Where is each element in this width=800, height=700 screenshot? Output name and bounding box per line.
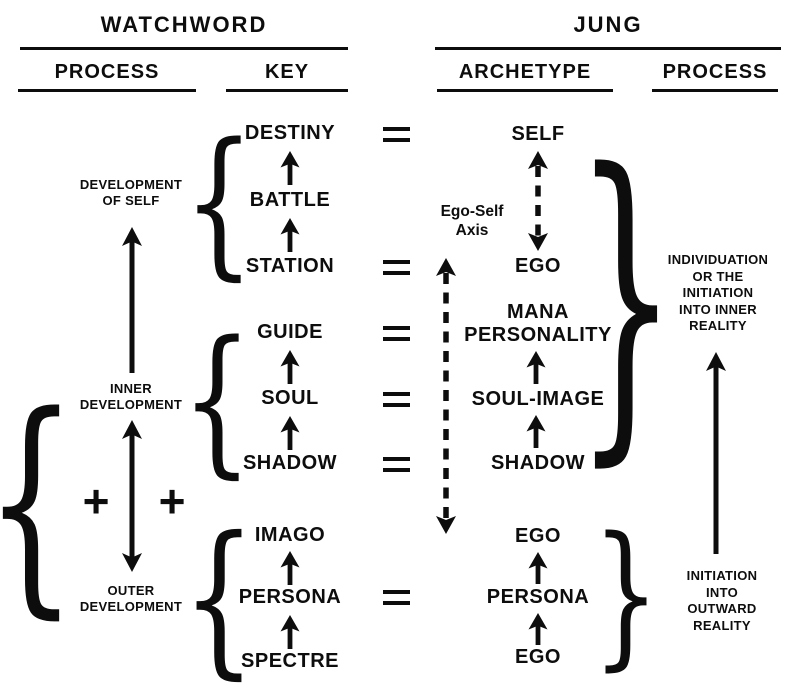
equals-persona-persona [383,590,410,605]
double-arrow-inner-outer [122,420,142,572]
up-arrow-shadow-soulimage [526,415,546,448]
up-arrow-persona-ego [528,552,548,584]
up-arrow-spectre-persona [280,615,300,649]
plus-sign-left: + [82,475,110,527]
up-arrow-battle-destiny [280,151,300,185]
key-battle: BATTLE [249,189,331,211]
watchword-title: WATCHWORD [100,12,268,37]
outer-inner-group-brace: { [0,374,77,630]
key-guide: GUIDE [257,321,323,343]
key-imago: IMAGO [254,524,326,546]
equals-soul-soulimage [383,392,410,407]
jung-archetype-underline [437,89,613,92]
initiation-outward-label: INITIATION INTO OUTWARD REALITY [686,568,758,633]
jung-process-underline [652,89,778,92]
archetype-mana-personality: MANA PERSONALITY [464,301,612,346]
development-of-self-label: DEVELOPMENT OF SELF [79,177,183,208]
key-station: STATION [245,255,335,277]
dashed-double-arrow-self-ego [528,151,548,251]
equals-destiny-self [383,127,410,142]
ego-self-axis-label: Ego-Self Axis [440,203,504,239]
up-arrow-outward-to-inner [706,352,726,554]
watchword-underline [20,47,348,50]
up-arrow-soul-guide [280,350,300,384]
watchword-process-underline [18,89,196,92]
up-arrow-inner-to-self [122,227,142,373]
key-spectre: SPECTRE [241,650,339,672]
archetype-persona: PERSONA [486,586,590,608]
key-shadow: SHADOW [242,452,338,474]
up-arrow-station-battle [280,218,300,252]
dashed-double-arrow-ego-axis-long [436,258,456,534]
equals-guide-mana [383,326,410,341]
watchword-process-header: PROCESS [54,61,160,83]
jung-archetype-header: ARCHETYPE [458,61,592,83]
up-arrow-ego-persona [528,613,548,645]
initiation-outward-brace: } [592,503,660,685]
up-arrow-shadow-soul [280,416,300,450]
watchword-key-header: KEY [264,61,310,83]
archetype-ego-upper: EGO [515,255,561,277]
equals-station-ego [383,260,410,275]
inner-development-label: INNER DEVELOPMENT [79,381,183,412]
outer-development-label: OUTER DEVELOPMENT [79,583,183,614]
archetype-soul-image: SOUL-IMAGE [471,388,605,410]
jung-title: JUNG [573,12,643,37]
archetype-ego-middle: EGO [515,525,561,547]
key-soul: SOUL [261,387,319,409]
up-arrow-soulimage-mana [526,351,546,384]
up-arrow-persona-imago [280,551,300,585]
key-destiny: DESTINY [244,122,336,144]
archetype-shadow: SHADOW [490,452,586,474]
archetype-ego-lower: EGO [515,646,561,668]
equals-shadow-shadow [383,457,410,472]
archetype-self: SELF [511,123,565,145]
individuation-label: INDIVIDUATION OR THE INITIATION INTO INN… [667,252,769,333]
jung-process-header: PROCESS [662,61,768,83]
plus-sign-right: + [158,475,186,527]
watchword-key-underline [226,89,348,92]
individuation-brace: } [574,103,678,494]
key-persona: PERSONA [238,586,342,608]
jung-underline [435,47,781,50]
